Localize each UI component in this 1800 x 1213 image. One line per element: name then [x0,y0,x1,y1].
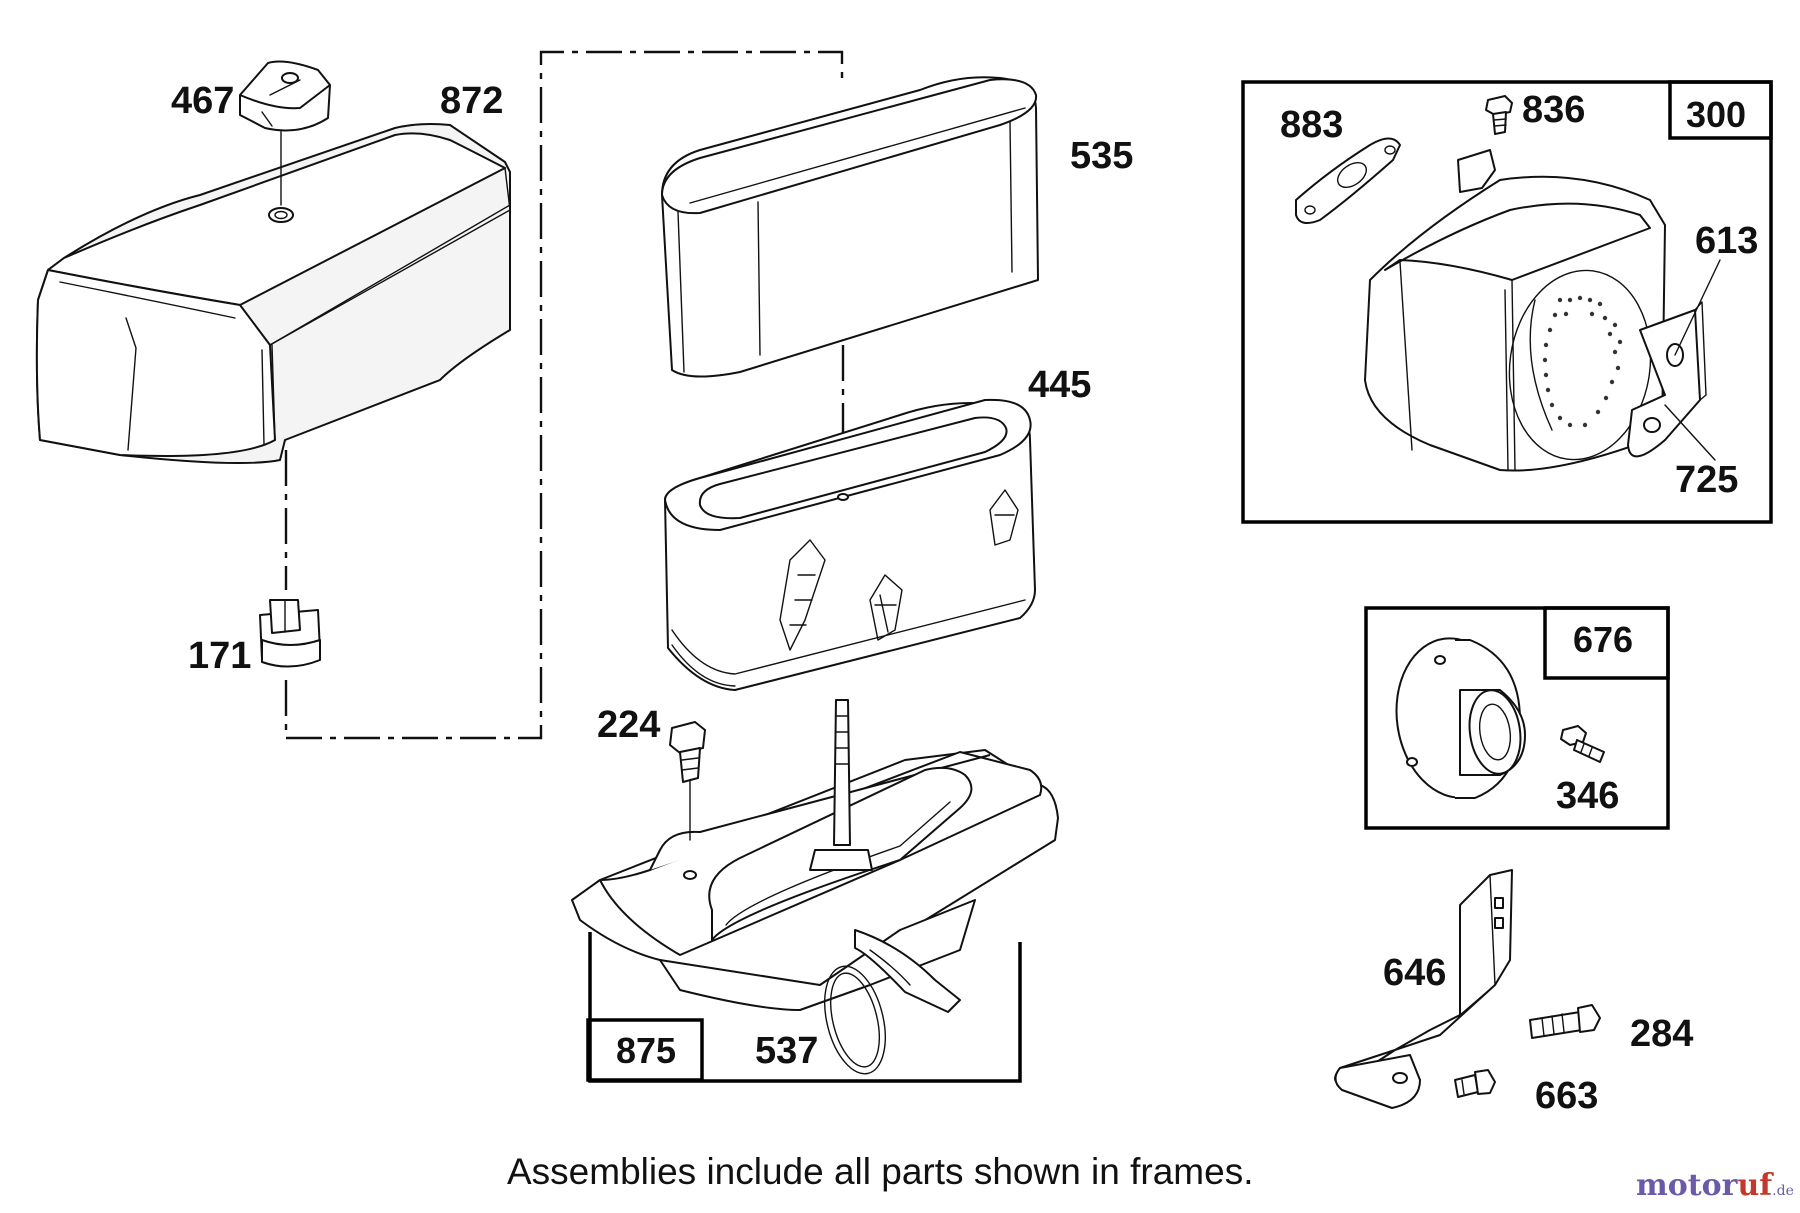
assembly-caption: Assemblies include all parts shown in fr… [507,1151,1254,1192]
part-label-646: 646 [1383,952,1446,994]
part-label-535: 535 [1070,135,1133,177]
part-label-872: 872 [440,80,503,122]
part-label-171: 171 [188,635,251,677]
part-label-883: 883 [1280,104,1343,146]
frame-300-label-box [1668,80,1773,140]
grommet [259,599,321,668]
frame-300-box [1241,80,1773,524]
svg-text:motoruf.de: motoruf.de [1636,1168,1794,1203]
frame-676-label-box [1543,606,1670,680]
base-bolt [669,721,706,783]
frame-label-300: 300 [1686,94,1746,135]
frame-label-875: 875 [616,1030,676,1071]
muffler [1295,95,1721,472]
air-cleaner-base [571,699,1059,1075]
pre-cleaner-sleeve [661,76,1039,378]
part-label-284: 284 [1630,1013,1693,1055]
part-label-725: 725 [1675,459,1738,501]
deflector-bracket [1334,869,1601,1109]
watermark-logo: motoruf.de [1636,1168,1794,1203]
frame-label-676: 676 [1573,619,1633,660]
part-label-224: 224 [597,704,660,746]
part-label-836: 836 [1522,89,1585,131]
air-cleaner-cover [35,123,511,465]
part-label-467: 467 [171,80,234,122]
cover-knob [239,60,331,132]
muffler-adapter [1395,637,1605,799]
frame-676-box [1364,606,1670,830]
part-label-346: 346 [1556,775,1619,817]
part-label-537: 537 [755,1030,818,1072]
part-label-445: 445 [1028,364,1091,406]
part-label-663: 663 [1535,1075,1598,1117]
air-filter-element [664,398,1036,691]
part-label-613: 613 [1695,220,1758,262]
